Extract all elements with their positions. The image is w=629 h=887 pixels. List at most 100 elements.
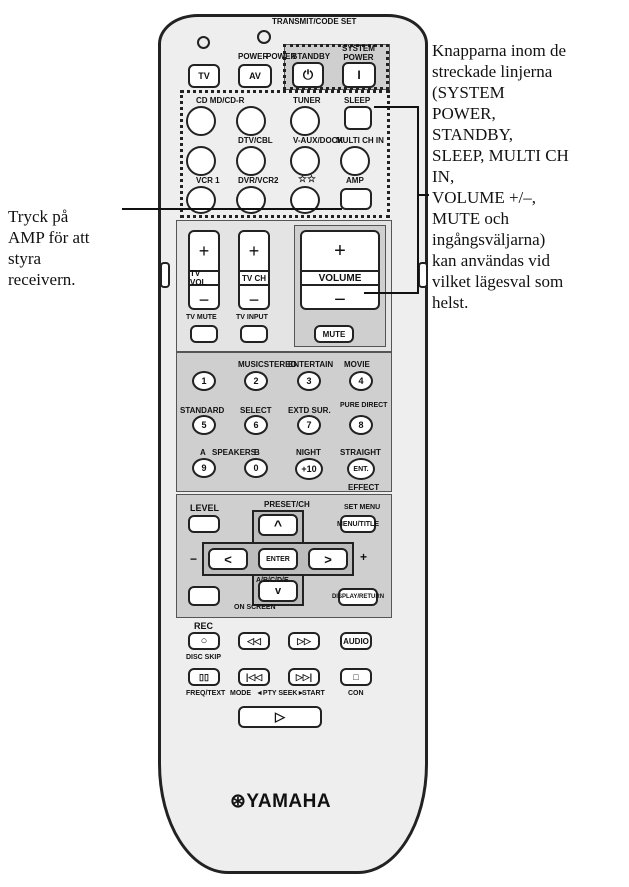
bracket-top — [374, 106, 418, 108]
multi-ch-button[interactable] — [340, 146, 370, 176]
left-line-2: styra — [8, 249, 42, 268]
av-button[interactable]: AV — [238, 64, 272, 88]
multi-ch-label: MULTI CH IN — [336, 136, 384, 145]
label-pure-direct: PURE DIRECT — [340, 402, 388, 409]
label-music: MUSIC — [238, 360, 264, 369]
volume-down[interactable]: − — [334, 288, 346, 311]
tuner-button[interactable] — [290, 106, 320, 136]
mute-button[interactable]: MUTE — [314, 325, 354, 343]
on-screen-button[interactable] — [188, 586, 220, 606]
prev-button[interactable]: |◁◁ — [238, 668, 270, 686]
volume-rocker[interactable]: + VOLUME − — [300, 230, 380, 311]
tv-vol-down[interactable]: − — [198, 289, 210, 310]
tv-vol-up[interactable]: + — [198, 240, 210, 261]
tv-ch-rocker[interactable]: + TV CH − — [238, 230, 270, 310]
dashed-group-power — [283, 44, 389, 90]
amp-label: AMP — [346, 176, 364, 185]
nav-minus-label: − — [190, 552, 198, 566]
leader-line-amp — [122, 208, 342, 210]
enter-button[interactable]: ENTER — [258, 548, 298, 570]
label-stereo: STEREO — [263, 360, 297, 369]
sleep-button[interactable] — [344, 106, 372, 130]
label-preset-ch: PRESET/CH — [264, 500, 310, 509]
right-button[interactable]: > — [308, 548, 348, 570]
bracket-bottom — [364, 292, 419, 294]
label-b: B — [254, 448, 260, 457]
cd-button[interactable] — [186, 106, 216, 136]
tv-ch-up[interactable]: + — [248, 240, 260, 261]
down-button[interactable]: v — [258, 580, 298, 602]
tv-vol-label: TV VOL — [188, 269, 220, 287]
label-entertain: ENTERTAIN — [288, 360, 334, 369]
label-musicstereo: MUSICSTEREO — [238, 360, 297, 369]
right-line-11: vilket lägesval som — [432, 272, 564, 291]
menu-title-button[interactable]: MENU/TITLE — [337, 515, 379, 533]
standby-button[interactable]: ⏻ — [292, 62, 324, 88]
rewind-button[interactable]: ◁◁ — [238, 632, 270, 650]
tv-ch-down[interactable]: − — [248, 289, 260, 310]
transmit-label: TRANSMIT/CODE SET — [272, 17, 357, 26]
dvd-button[interactable] — [186, 146, 216, 176]
stop-button[interactable]: □ — [340, 668, 372, 686]
tv-mute-button[interactable] — [190, 325, 218, 343]
dvr-vcr2-label: DVR/VCR2 — [238, 176, 279, 185]
amp-button[interactable] — [340, 188, 372, 210]
next-button[interactable]: ▷▷| — [288, 668, 320, 686]
right-line-3: POWER, — [432, 104, 496, 123]
label-mode: MODE — [230, 690, 251, 697]
pause-button[interactable]: ▯▯ — [188, 668, 220, 686]
side-notch-left — [160, 262, 170, 288]
num-7-button[interactable]: 7 — [297, 415, 321, 435]
fast-forward-button[interactable]: ▷▷ — [288, 632, 320, 650]
transmit-indicator — [257, 30, 271, 44]
label-rec: REC — [194, 621, 214, 631]
ent-button[interactable]: ENT. — [347, 458, 375, 480]
ir-dot — [197, 36, 210, 49]
md-cdr-button[interactable] — [236, 106, 266, 136]
play-button[interactable]: ▷ — [238, 706, 322, 728]
num-0-button[interactable]: 0 — [244, 458, 268, 478]
tv-input-button[interactable] — [240, 325, 268, 343]
num-5-button[interactable]: 5 — [192, 415, 216, 435]
right-line-12: helst. — [432, 293, 469, 312]
right-annotation: Knapparna inom de streckade linjerna (SY… — [432, 40, 628, 313]
label-speakers: SPEAKERS — [212, 448, 257, 457]
dtv-cbl-label: DTV/CBL — [238, 136, 273, 145]
left-line-1: AMP för att — [8, 228, 90, 247]
num-8-button[interactable]: 8 — [349, 415, 373, 435]
rec-button[interactable]: ○ — [188, 632, 220, 650]
display-return-button[interactable]: DISPLAY/RETURN — [332, 588, 384, 606]
sleep-label: SLEEP — [344, 96, 371, 105]
left-line-3: receivern. — [8, 270, 76, 289]
level-button[interactable] — [188, 515, 220, 533]
num-9-button[interactable]: 9 — [192, 458, 216, 478]
num-plus10-button[interactable]: +10 — [295, 458, 323, 480]
label-select: SELECT — [240, 406, 272, 415]
label-disc-skip: DISC SKIP — [186, 654, 222, 661]
left-button[interactable]: < — [208, 548, 248, 570]
tv-button[interactable]: TV — [188, 64, 220, 88]
right-line-10: kan användas vid — [432, 251, 551, 270]
v-aux-button[interactable] — [290, 146, 320, 176]
volume-up[interactable]: + — [334, 239, 346, 262]
dtv-cbl-button[interactable] — [236, 146, 266, 176]
audio-button[interactable]: AUDIO — [340, 632, 372, 650]
num-6-button[interactable]: 6 — [244, 415, 268, 435]
num-3-button[interactable]: 3 — [297, 371, 321, 391]
side-notch-right — [418, 262, 428, 288]
num-4-button[interactable]: 4 — [349, 371, 373, 391]
label-pty-seek: ◄PTY SEEK► — [256, 690, 305, 697]
tv-ch-label: TV CH — [238, 270, 270, 286]
right-line-8: MUTE och — [432, 209, 509, 228]
tv-vol-rocker[interactable]: + TV VOL − — [188, 230, 220, 310]
label-effect: EFFECT — [348, 483, 380, 492]
label-extd-sur: EXTD SUR. — [288, 406, 331, 415]
num-2-button[interactable]: 2 — [244, 371, 268, 391]
num-1-button[interactable]: 1 — [192, 371, 216, 391]
v-aux-label: V-AUX/DOCK — [293, 136, 344, 145]
up-button[interactable]: ^ — [258, 514, 298, 536]
system-power-button[interactable]: I — [342, 62, 376, 88]
standby-label: STANDBY — [292, 52, 331, 61]
right-line-9: ingångsväljarna) — [432, 230, 546, 249]
label-set-menu: SET MENU — [344, 504, 381, 511]
